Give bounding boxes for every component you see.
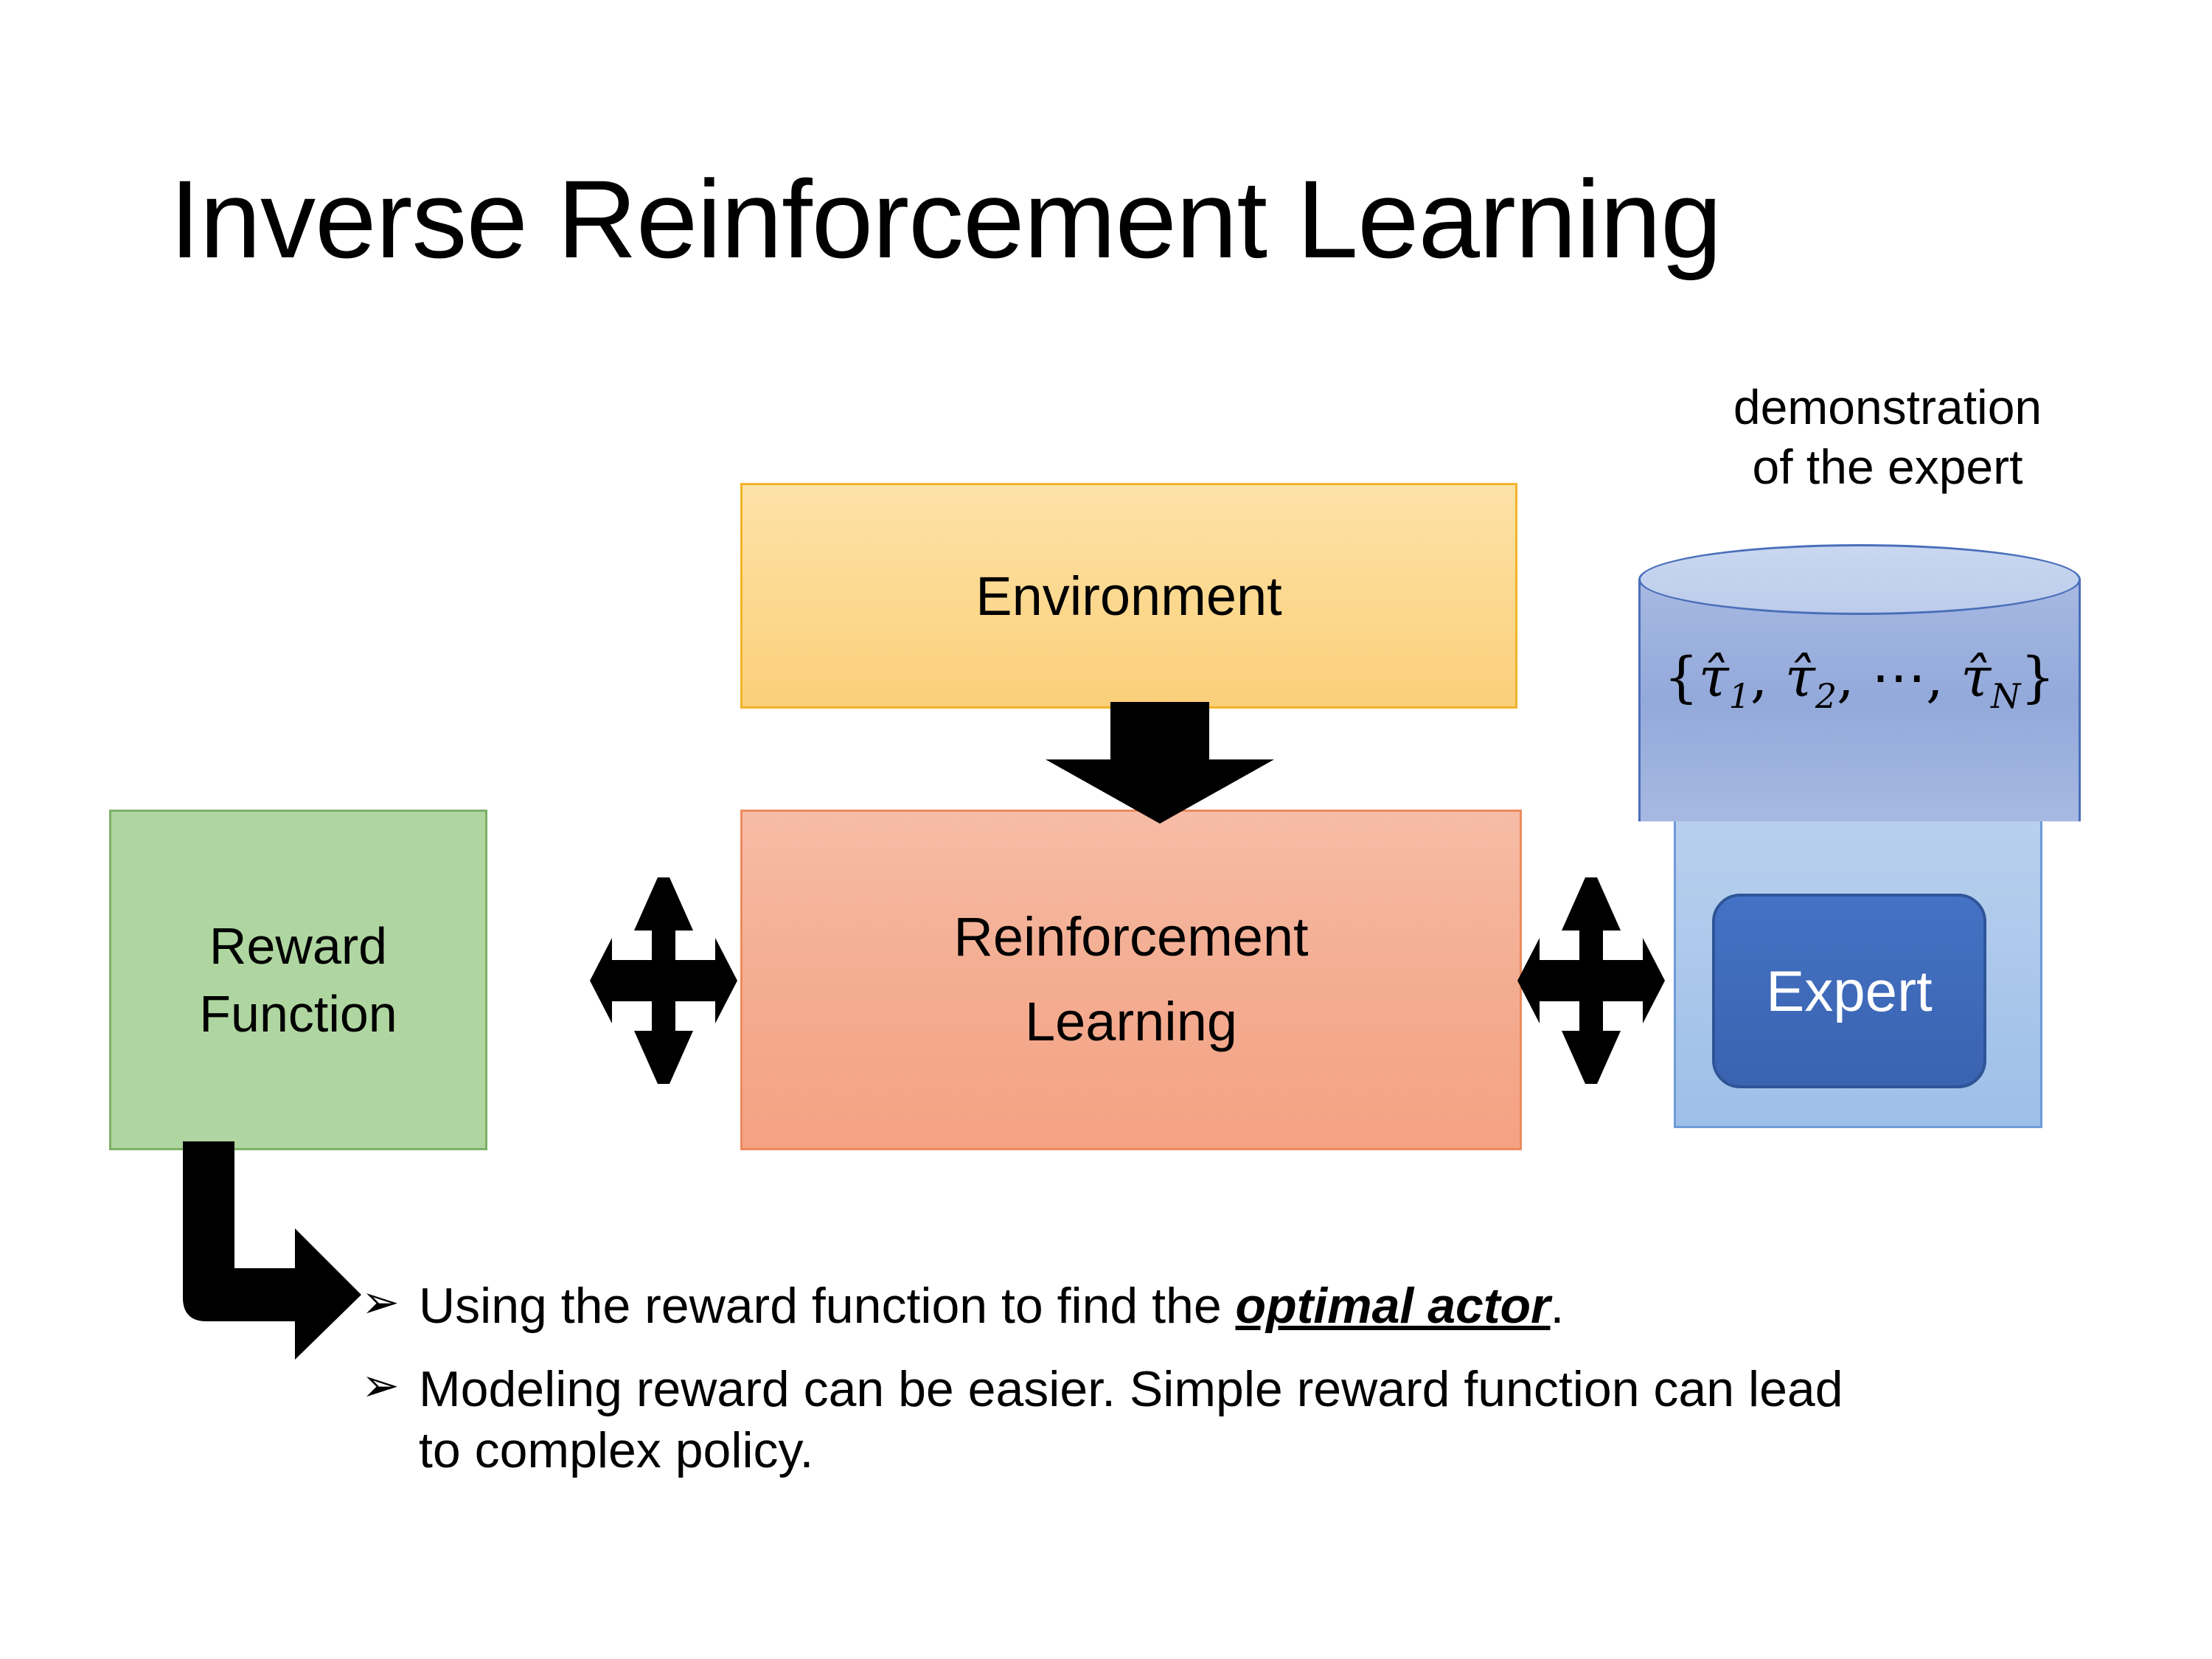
list-item: ➢ Modeling reward can be easier. Simple …: [361, 1359, 2131, 1481]
demonstration-caption-line1: demonstration: [1733, 380, 2042, 434]
bullet-marker-icon: ➢: [361, 1360, 400, 1411]
formula-comma-3: ,: [1926, 646, 1944, 709]
formula-ellipsis: ⋯: [1871, 646, 1927, 709]
formula-sub-2: 2: [1815, 675, 1837, 716]
bullet-1-tail: .: [1550, 1278, 1565, 1334]
expert-node[interactable]: Expert: [1712, 894, 1986, 1088]
list-item: ➢ Using the reward function to find the …: [361, 1276, 2131, 1337]
bidirectional-arrow-icon-right: [1517, 877, 1665, 1084]
reward-label-line2: Function: [199, 985, 397, 1043]
bidirectional-arrow-icon-left: [590, 877, 737, 1084]
cylinder-top-ellipse: [1638, 544, 2081, 615]
bullet-1-lead: Using the reward function to find the: [419, 1278, 1236, 1334]
page-title: Inverse Reinforcement Learning: [170, 157, 1722, 281]
trajectory-set-formula: {τ̂1, τ̂2, ⋯, τ̂N}: [1638, 646, 2081, 716]
demonstration-cylinder: {τ̂1, τ̂2, ⋯, τ̂N}: [1638, 544, 2081, 846]
bullet-list: ➢ Using the reward function to find the …: [361, 1276, 2131, 1503]
formula-tau-1: τ̂: [1698, 646, 1729, 709]
bullet-1-emphasis: optimal actor: [1235, 1278, 1551, 1334]
bullet-text-1: Using the reward function to find the op…: [419, 1276, 1564, 1337]
formula-sub-n: N: [1991, 675, 2021, 716]
rl-label-line2: Learning: [1024, 991, 1237, 1052]
cylinder-body: [1638, 580, 2081, 821]
demonstration-caption-line2: of the expert: [1752, 439, 2023, 494]
formula-comma-1: ,: [1750, 646, 1768, 709]
formula-tau-n: τ̂: [1961, 646, 1992, 709]
bullet-text-2: Modeling reward can be easier. Simple re…: [419, 1360, 1843, 1478]
formula-comma-2: ,: [1837, 646, 1854, 709]
environment-node[interactable]: Environment: [740, 483, 1517, 709]
formula-sub-1: 1: [1728, 675, 1750, 716]
reward-function-node[interactable]: Reward Function: [109, 810, 487, 1150]
demonstration-caption: demonstration of the expert: [1644, 378, 2131, 496]
down-arrow-icon: [1046, 702, 1274, 824]
reinforcement-learning-node[interactable]: Reinforcement Learning: [740, 810, 1522, 1150]
formula-close-brace: }: [2020, 646, 2056, 709]
bullet-marker-icon: ➢: [361, 1277, 400, 1328]
formula-tau-2: τ̂: [1784, 646, 1815, 709]
formula-open-brace: {: [1663, 646, 1699, 709]
rl-label-line1: Reinforcement: [953, 906, 1309, 968]
reward-label-line1: Reward: [209, 917, 388, 975]
bent-arrow-icon: [183, 1141, 361, 1360]
